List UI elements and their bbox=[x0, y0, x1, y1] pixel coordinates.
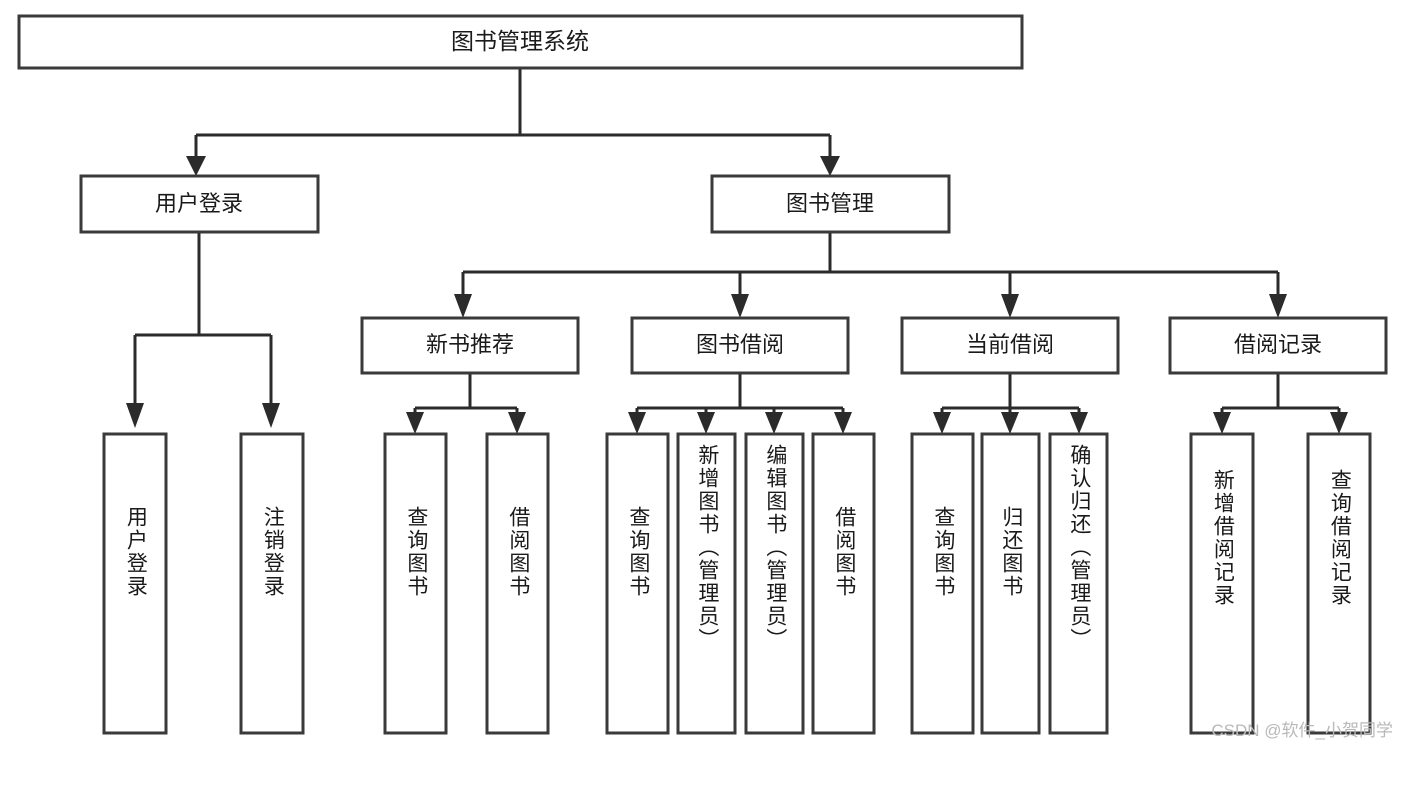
node-borrow-record-label: 借阅记录 bbox=[1234, 332, 1322, 357]
arrowhead-book-borrow bbox=[731, 294, 749, 318]
leaf-box-edit-book[interactable] bbox=[744, 432, 805, 735]
node-current-borrow-label: 当前借阅 bbox=[966, 332, 1054, 357]
node-user-login-label: 用户登录 bbox=[155, 191, 243, 216]
leaf-box-add-book[interactable] bbox=[676, 432, 737, 735]
node-book-borrow-label: 图书借阅 bbox=[696, 332, 784, 357]
leaf-box-logout[interactable] bbox=[239, 432, 305, 735]
arrowhead-leaf-return-book bbox=[1001, 412, 1019, 434]
node-book-borrow[interactable]: 图书借阅 bbox=[630, 316, 850, 375]
arrowhead-leaf-query-book-3 bbox=[933, 412, 951, 434]
arrowhead-leaf-add-record bbox=[1213, 412, 1231, 434]
node-borrow-record[interactable]: 借阅记录 bbox=[1168, 316, 1388, 375]
node-new-book-recommend[interactable]: 新书推荐 bbox=[360, 316, 580, 375]
flowchart-svg: 图书管理系统 用户登录 图书管理 新书推荐 图书借阅 当前借阅 借阅记录 bbox=[17, 14, 1388, 735]
watermark-text: CSDN @软件_小贺同学 bbox=[1211, 721, 1393, 740]
leaf-box-query-book-3[interactable] bbox=[910, 432, 975, 735]
arrowhead-leaf-confirm-return bbox=[1070, 412, 1088, 434]
node-book-manage-label: 图书管理 bbox=[786, 191, 874, 216]
arrowhead-current-borrow bbox=[1001, 294, 1019, 318]
connector-layer bbox=[126, 68, 1348, 434]
leaf-box-borrow-book-2[interactable] bbox=[811, 432, 876, 735]
leaf-box-borrow-book-1[interactable] bbox=[485, 432, 550, 735]
node-root-box[interactable] bbox=[17, 14, 1024, 70]
arrowhead-leaf-add-book bbox=[697, 412, 715, 434]
node-book-borrow-box[interactable] bbox=[630, 316, 850, 375]
node-borrow-record-box[interactable] bbox=[1168, 316, 1388, 375]
arrowhead-leaf-edit-book bbox=[765, 412, 783, 434]
arrowhead-leaf-borrow-book-2 bbox=[834, 412, 852, 434]
arrowhead-borrow-record bbox=[1269, 294, 1287, 318]
leaf-box-return-book[interactable] bbox=[980, 432, 1041, 735]
node-user-login-box[interactable] bbox=[79, 174, 320, 234]
arrowhead-leaf-user-login bbox=[126, 403, 144, 428]
arrowhead-leaf-query-book-2 bbox=[628, 412, 646, 434]
arrowhead-book-manage bbox=[820, 156, 840, 176]
leaf-box-query-record[interactable] bbox=[1306, 432, 1372, 735]
arrowhead-user-login bbox=[186, 156, 206, 176]
leaf-box-add-record[interactable] bbox=[1189, 432, 1255, 735]
node-new-book-recommend-label: 新书推荐 bbox=[426, 332, 514, 357]
arrowhead-leaf-logout bbox=[262, 403, 280, 428]
leaf-box-query-book-1[interactable] bbox=[383, 432, 448, 735]
node-current-borrow-box[interactable] bbox=[900, 316, 1120, 375]
leaf-box-query-book-2[interactable] bbox=[605, 432, 670, 735]
leaf-box-user-login[interactable] bbox=[102, 432, 168, 735]
node-book-manage[interactable]: 图书管理 bbox=[710, 174, 951, 234]
diagram-canvas: 图书管理系统 用户登录 图书管理 新书推荐 图书借阅 当前借阅 借阅记录 bbox=[17, 14, 1393, 740]
node-user-login[interactable]: 用户登录 bbox=[79, 174, 320, 234]
arrowhead-leaf-query-record bbox=[1330, 412, 1348, 434]
node-root[interactable]: 图书管理系统 bbox=[17, 14, 1024, 70]
arrowhead-new-book-recommend bbox=[454, 294, 472, 318]
node-book-manage-box[interactable] bbox=[710, 174, 951, 234]
node-new-book-recommend-box[interactable] bbox=[360, 316, 580, 375]
node-root-label: 图书管理系统 bbox=[451, 28, 589, 54]
node-current-borrow[interactable]: 当前借阅 bbox=[900, 316, 1120, 375]
arrowhead-leaf-query-book-1 bbox=[406, 412, 424, 434]
arrowhead-leaf-borrow-book-1 bbox=[508, 412, 526, 434]
leaf-box-confirm-return[interactable] bbox=[1048, 432, 1109, 735]
